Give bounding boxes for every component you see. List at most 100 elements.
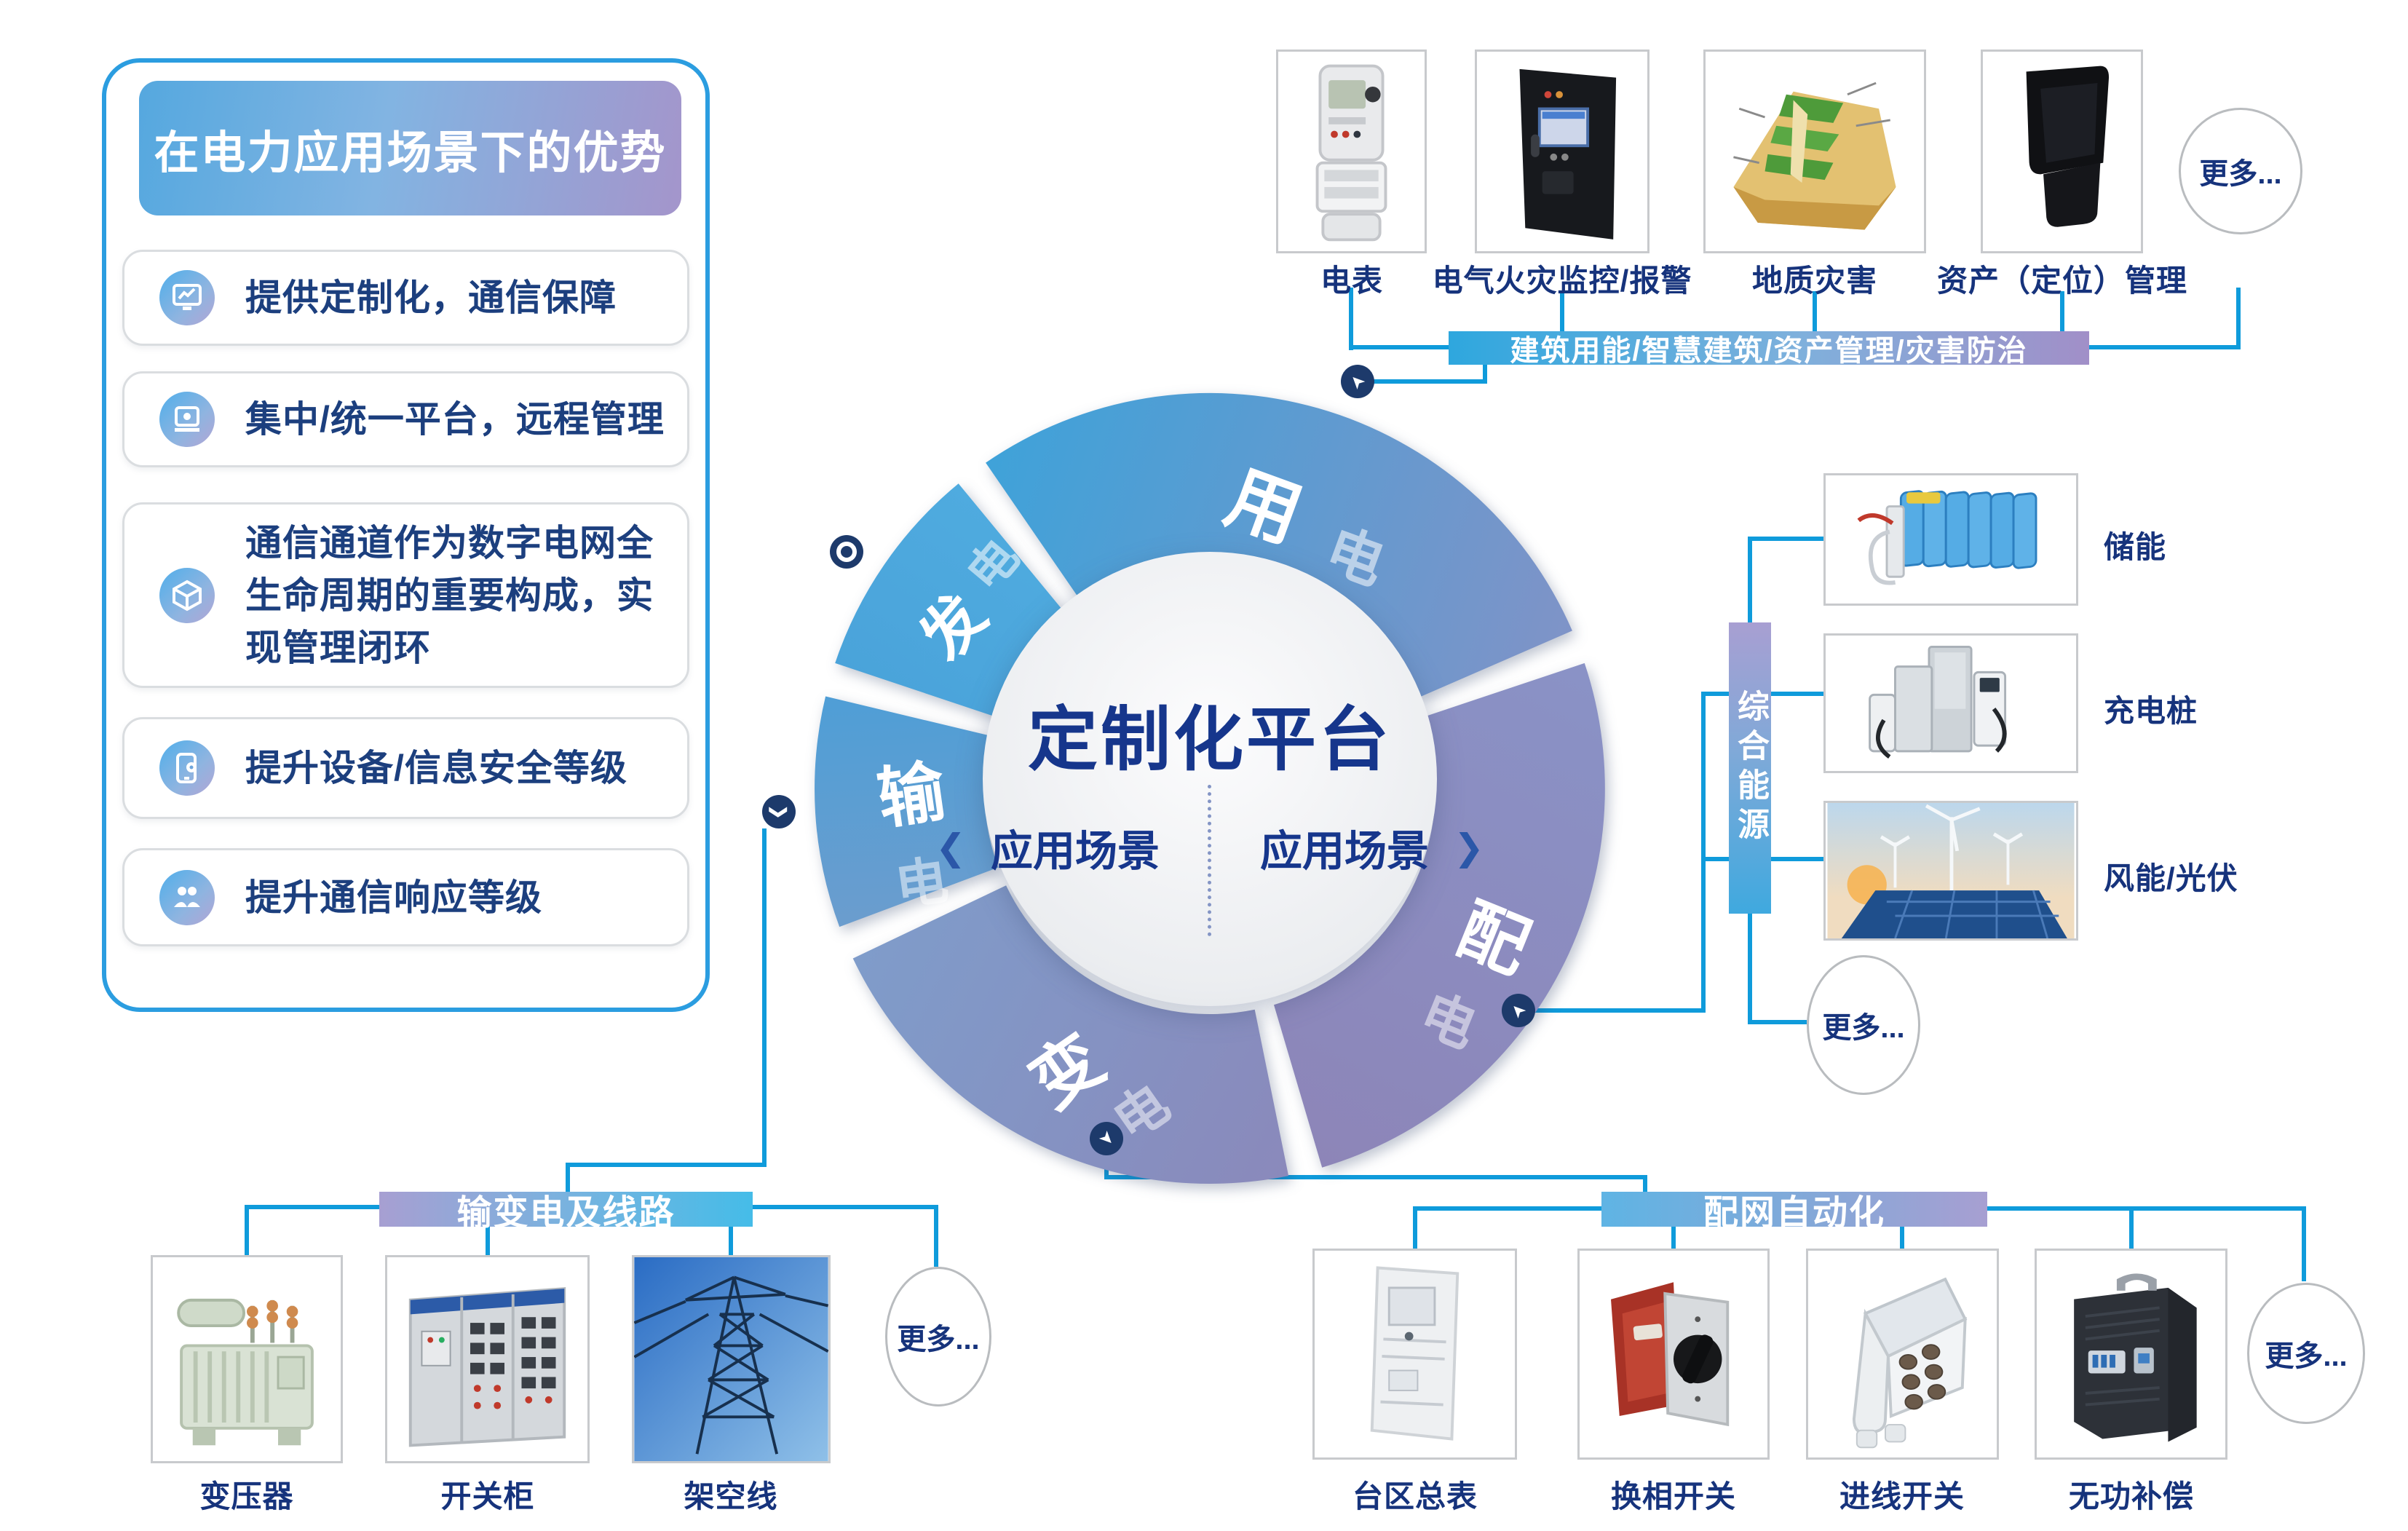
ring-marker-icon <box>830 535 863 569</box>
product-label: 地质灾害 <box>1751 264 1877 298</box>
people-icon <box>159 869 215 925</box>
scene-right-label: 应用场景 <box>1260 828 1430 875</box>
product-image-geological-hazard <box>1703 50 1926 253</box>
connector-line <box>762 828 767 1167</box>
connector-line <box>1900 1227 1904 1249</box>
connector-line <box>1534 1008 1706 1013</box>
advantage-card-4: 提升设备/信息安全等级 <box>122 717 689 819</box>
product-label: 电气火灾监控/报警 <box>1432 264 1692 298</box>
product-label: 架空线 <box>684 1479 778 1514</box>
product-label: 无功补偿 <box>2068 1479 2194 1514</box>
product-label: 电表 <box>1320 264 1383 298</box>
connector-line <box>1813 291 1817 333</box>
connector-line <box>1671 1227 1676 1249</box>
segment-biandian <box>852 885 1289 1184</box>
connector-line <box>2236 288 2241 349</box>
label-shudian-2: 电 <box>892 851 951 916</box>
segment-shudian <box>815 696 999 927</box>
connector-line <box>729 1205 733 1255</box>
product-label: 换相开关 <box>1610 1479 1736 1514</box>
advantage-card-2: 集中/统一平台，远程管理 <box>122 371 689 467</box>
connector-line <box>2129 1206 2134 1249</box>
advantage-text: 通信通道作为数字电网全生命周期的重要构成，实现管理闭环 <box>245 522 654 668</box>
connector-line <box>1701 692 1706 1013</box>
connector-line <box>1748 537 1823 541</box>
product-label: 开关柜 <box>440 1479 535 1514</box>
product-label: 风能/光伏 <box>2104 861 2238 895</box>
segment-fadian <box>835 483 1066 717</box>
product-label: 变压器 <box>199 1479 294 1514</box>
cursor-marker-top-icon: ➤ <box>1341 365 1374 398</box>
product-image-wind-solar <box>1823 801 2078 941</box>
advantage-card-5: 提升通信响应等级 <box>122 848 689 946</box>
more-button-energy[interactable]: 更多... <box>1807 955 1920 1095</box>
panel-title: 在电力应用场景下的优势 <box>139 81 681 215</box>
more-button-distribution[interactable]: 更多... <box>2247 1283 2365 1424</box>
banner-energy: 综合能源 <box>1729 622 1771 914</box>
product-label: 台区总表 <box>1352 1479 1478 1514</box>
connector-line <box>2089 345 2238 349</box>
connector-line <box>934 1205 938 1267</box>
product-label: 资产（定位）管理 <box>1936 264 2187 298</box>
banner-transmission: 输变电及线路 <box>379 1192 753 1233</box>
banner-distribution: 配网自动化 <box>1601 1192 1987 1233</box>
connector-line <box>1987 1206 2304 1211</box>
label-shudian-1: 输 <box>873 754 950 837</box>
connector-line <box>245 1205 249 1255</box>
connector-line <box>1349 288 1353 350</box>
laptop-lock-icon <box>159 392 215 447</box>
connector-line <box>486 1227 490 1255</box>
connector-line <box>1371 379 1487 384</box>
connector-line <box>1560 291 1564 333</box>
scene-left-label: 应用场景 <box>990 828 1160 875</box>
monitor-chart-icon <box>159 270 215 325</box>
connector-line <box>566 1163 570 1193</box>
connector-line <box>753 1205 936 1209</box>
donut-inner-circle <box>983 552 1437 1006</box>
product-image-district-meter <box>1312 1249 1517 1460</box>
connector-line <box>247 1205 379 1209</box>
connector-line <box>1349 345 1451 349</box>
product-image-reactive-compensation <box>2035 1249 2227 1460</box>
donut-center-title: 定制化平台 <box>1028 701 1392 779</box>
banner-building: 建筑用能/智慧建筑/资产管理/灾害防治 <box>1449 331 2089 367</box>
cursor-marker-right-icon: ➤ <box>1502 994 1535 1027</box>
connector-line <box>1483 363 1487 384</box>
segment-peidian <box>1274 662 1605 1168</box>
product-image-overhead-line <box>632 1255 831 1463</box>
cube-icon <box>159 567 215 623</box>
connector-line <box>1748 1020 1807 1024</box>
product-label: 充电桩 <box>2104 694 2198 728</box>
connector-line <box>1643 1175 1647 1193</box>
product-image-energy-storage <box>1823 473 2078 606</box>
chevron-left-icon: ❮ <box>935 827 966 868</box>
connector-line <box>1413 1206 1417 1249</box>
product-label: 储能 <box>2104 530 2167 564</box>
connector-line <box>1748 914 1752 1024</box>
connector-line <box>1748 537 1752 624</box>
product-image-fire-monitor <box>1475 50 1649 253</box>
chevron-right-icon: ❯ <box>1454 827 1484 868</box>
advantage-text: 集中/统一平台，远程管理 <box>245 399 665 440</box>
product-image-transformer <box>151 1255 343 1463</box>
connector-line <box>1415 1206 1601 1211</box>
advantage-card-3: 通信通道作为数字电网全生命周期的重要构成，实现管理闭环 <box>122 502 689 688</box>
product-image-incoming-switch <box>1806 1249 1999 1460</box>
advantage-text: 提升通信响应等级 <box>245 877 542 918</box>
connector-line <box>2302 1206 2306 1281</box>
phone-gear-icon <box>159 740 215 796</box>
product-image-ev-charger <box>1823 633 2078 773</box>
cursor-marker-bottom-icon: ➤ <box>1090 1122 1123 1155</box>
more-button-transmission[interactable]: 更多... <box>885 1267 991 1407</box>
advantage-card-1: 提供定制化，通信保障 <box>122 250 689 346</box>
product-image-asset-tracker <box>1981 50 2143 253</box>
scene-row: ❮ 应用场景 应用场景 ❯ <box>882 817 1537 878</box>
product-image-switchgear <box>385 1255 590 1463</box>
advantage-text: 提升设备/信息安全等级 <box>245 748 627 788</box>
product-image-meter <box>1276 50 1427 253</box>
more-button-building[interactable]: 更多... <box>2179 108 2302 234</box>
product-image-phase-switch <box>1577 1249 1770 1460</box>
connector-line <box>566 1163 767 1167</box>
connector-line <box>2060 291 2064 333</box>
